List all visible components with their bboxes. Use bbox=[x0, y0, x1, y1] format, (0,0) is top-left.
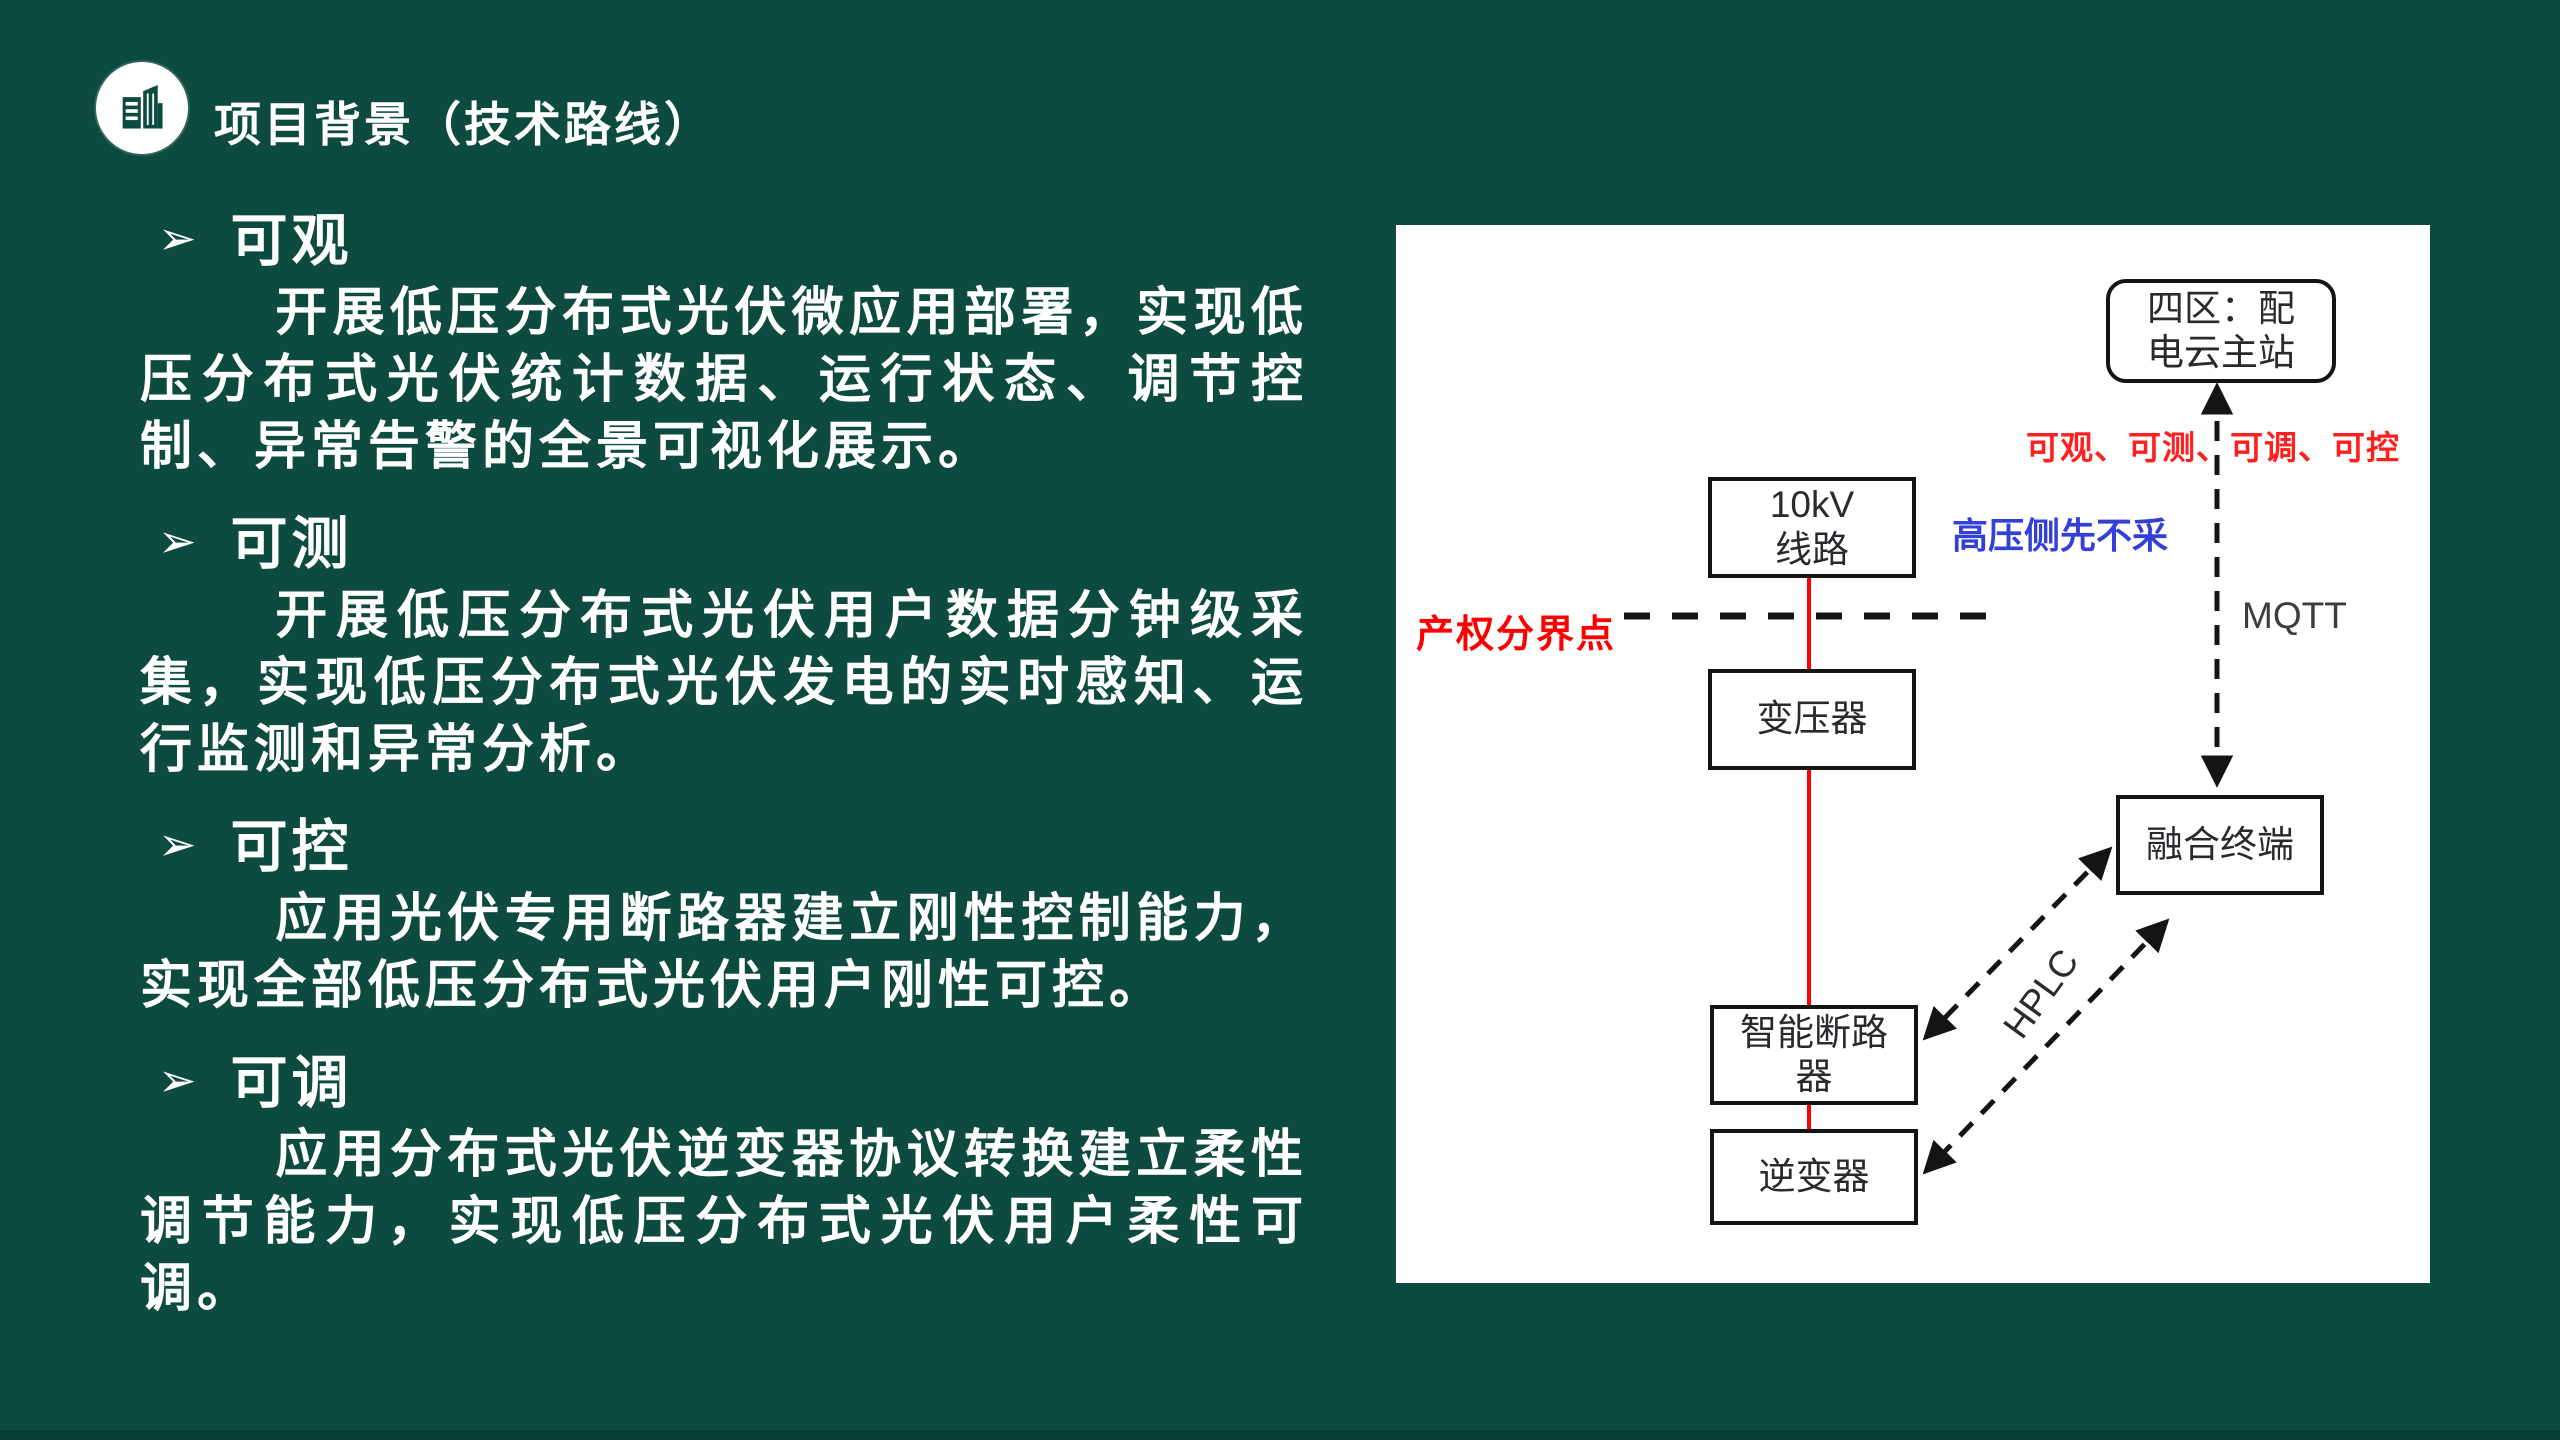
slide-bottom-strip bbox=[0, 1430, 2560, 1440]
node-transformer: 变压器 bbox=[1708, 669, 1916, 770]
bullet-paragraph: 开展低压分布式光伏微应用部署，实现低压分布式光伏统计数据、运行状态、调节控制、异… bbox=[140, 284, 1308, 476]
node-smart-breaker: 智能断路 器 bbox=[1710, 1005, 1918, 1105]
bullet-heading: 可控 bbox=[230, 815, 353, 879]
arrow-bullet-icon: ➢ bbox=[158, 212, 197, 264]
node-label: 电云主站 bbox=[2147, 332, 2295, 373]
node-inverter: 逆变器 bbox=[1710, 1129, 1918, 1225]
bullet-observable: ➢ 可观 开展低压分布式光伏微应用部署，实现低压分布式光伏统计数据、运行状态、调… bbox=[140, 200, 1320, 481]
bullet-paragraph: 应用分布式光伏逆变器协议转换建立柔性调节能力，实现低压分布式光伏用户柔性可调。 bbox=[140, 1126, 1308, 1318]
bullet-adjustable: ➢ 可调 应用分布式光伏逆变器协议转换建立柔性调节能力，实现低压分布式光伏用户柔… bbox=[140, 1042, 1320, 1323]
bullet-paragraph: 应用光伏专用断路器建立刚性控制能力，实现全部低压分布式光伏用户刚性可控。 bbox=[140, 890, 1308, 1015]
arrow-bullet-icon: ➢ bbox=[158, 1054, 197, 1106]
bullet-heading: 可调 bbox=[230, 1051, 353, 1115]
node-label: 融合终端 bbox=[2146, 823, 2294, 865]
node-10kv-line: 10kV 线路 bbox=[1708, 477, 1916, 578]
arrow-bullet-icon: ➢ bbox=[158, 818, 197, 870]
mqtt-protocol-label: MQTT bbox=[2242, 595, 2347, 636]
bullet-paragraph: 开展低压分布式光伏用户数据分钟级采集，实现低压分布式光伏发电的实时感知、运行监测… bbox=[140, 587, 1308, 779]
hv-side-note: 高压侧先不采 bbox=[1952, 515, 2169, 556]
node-label: 智能断路 bbox=[1740, 1011, 1888, 1053]
diagram-connectors bbox=[1624, 382, 2234, 1175]
node-label: 器 bbox=[1795, 1056, 1833, 1097]
node-label: 10kV bbox=[1769, 484, 1855, 526]
bullet-controllable: ➢ 可控 应用光伏专用断路器建立刚性控制能力，实现全部低压分布式光伏用户刚性可控… bbox=[140, 806, 1320, 1020]
page-title: 项目背景（技术路线） bbox=[214, 98, 714, 151]
technical-route-diagram: 四区：配 电云主站 10kV 线路 变压器 融合终端 智能断路 器 逆变器 可观… bbox=[1396, 225, 2430, 1283]
bullet-heading: 可观 bbox=[230, 209, 353, 273]
node-label: 四区：配 bbox=[2147, 287, 2295, 329]
capabilities-annotation: 可观、可测、可调、可控 bbox=[2026, 429, 2400, 466]
node-label: 逆变器 bbox=[1758, 1155, 1870, 1197]
bullet-measurable: ➢ 可测 开展低压分布式光伏用户数据分钟级采集，实现低压分布式光伏发电的实时感知… bbox=[140, 503, 1320, 784]
slide-logo-badge bbox=[96, 62, 188, 154]
hplc-link-fusion-inverter bbox=[1922, 918, 2170, 1175]
property-boundary-label: 产权分界点 bbox=[1416, 614, 1617, 656]
node-label: 变压器 bbox=[1756, 698, 1868, 740]
buildings-logo-icon bbox=[122, 85, 163, 129]
bullet-heading: 可测 bbox=[230, 512, 353, 576]
bullet-list: ➢ 可观 开展低压分布式光伏微应用部署，实现低压分布式光伏统计数据、运行状态、调… bbox=[140, 200, 1320, 1323]
node-cloud-master: 四区：配 电云主站 bbox=[2106, 279, 2336, 383]
node-fusion-terminal: 融合终端 bbox=[2116, 795, 2324, 895]
node-label: 线路 bbox=[1775, 528, 1849, 570]
arrow-bullet-icon: ➢ bbox=[158, 515, 197, 567]
